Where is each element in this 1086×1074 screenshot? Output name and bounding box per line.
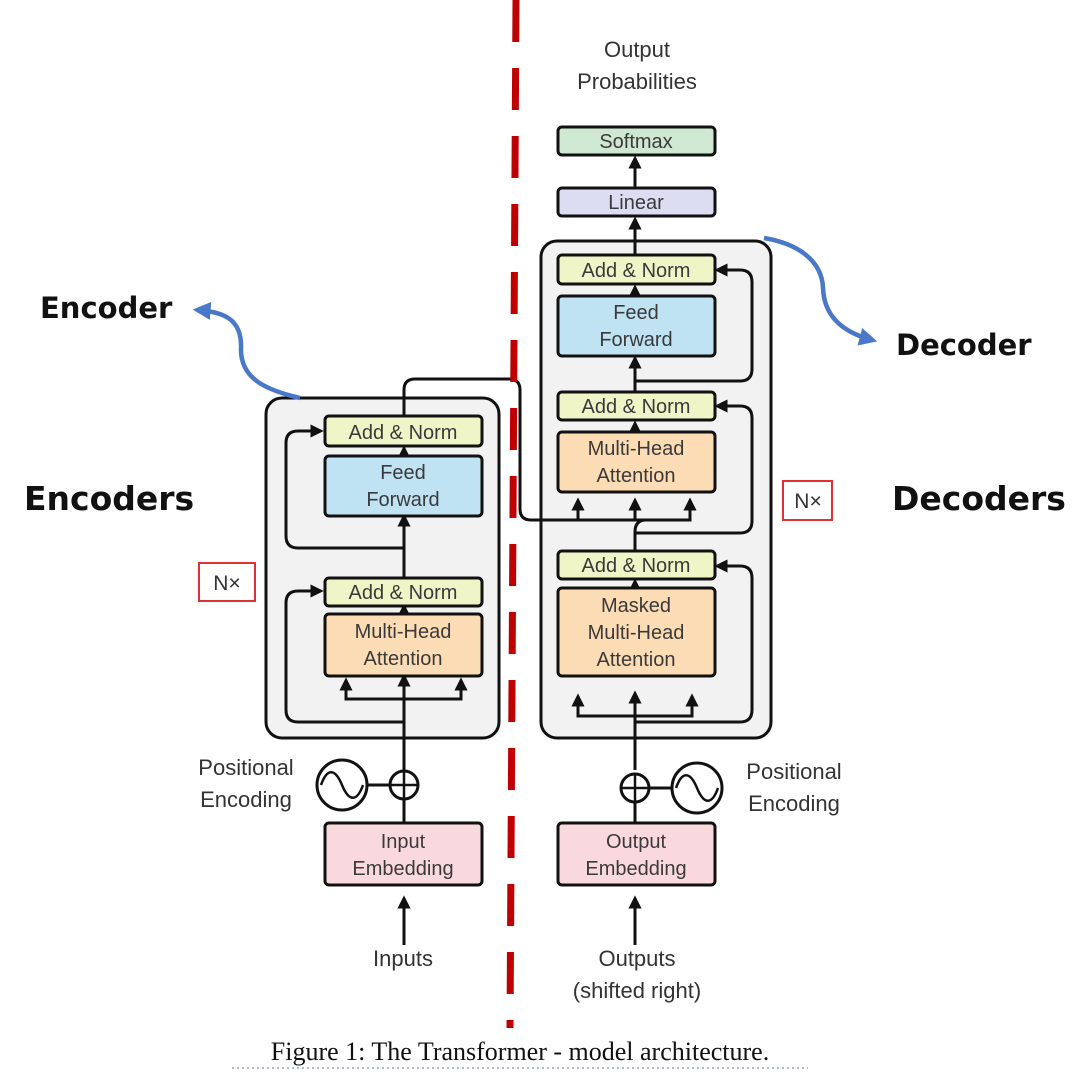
decoder-positional-encoding-sublabel: Encoding	[748, 791, 840, 816]
encoder-add-norm-1: Add & Norm	[323, 576, 484, 608]
encoder-stack-frame	[264, 396, 501, 740]
decoder-masked-attention: Masked Multi-Head Attention	[556, 586, 717, 678]
decoder-softmax: Softmax	[556, 125, 717, 157]
figure-caption: Figure 1: The Transformer - model archit…	[271, 1037, 769, 1066]
encoder-inputs-label: Inputs	[373, 946, 433, 971]
encoder-feed-forward: Feed Forward	[323, 454, 484, 518]
decoder-positional-encoding-label: Positional	[746, 759, 841, 784]
svg-text:Attention: Attention	[364, 648, 443, 670]
encoder-positional-encoding-sublabel: Encoding	[200, 787, 292, 812]
decoder-add-norm-3: Add & Norm	[556, 253, 717, 286]
svg-text:Add & Norm: Add & Norm	[582, 555, 691, 577]
decoder-multi-head-attention: Multi-Head Attention	[556, 430, 717, 494]
svg-text:Add & Norm: Add & Norm	[582, 260, 691, 282]
output-probabilities-label: Output	[604, 37, 670, 62]
svg-text:Linear: Linear	[608, 192, 664, 214]
output-probabilities-sublabel: Probabilities	[577, 69, 697, 94]
encoder-annotation: Encoder	[40, 291, 173, 325]
svg-text:Add & Norm: Add & Norm	[349, 582, 458, 604]
decoder-add-norm-2: Add & Norm	[556, 390, 717, 422]
decoder-outputs-label: Outputs	[598, 946, 675, 971]
encoder-positional-encoding-label: Positional	[198, 755, 293, 780]
decoder-add-norm-1: Add & Norm	[556, 549, 717, 581]
decoders-annotation: Decoders	[892, 479, 1066, 518]
decoder-output-embedding: Output Embedding	[556, 821, 717, 887]
svg-text:Attention: Attention	[597, 465, 676, 487]
svg-text:Input: Input	[381, 831, 426, 853]
svg-text:Multi-Head: Multi-Head	[588, 622, 685, 644]
svg-text:Embedding: Embedding	[352, 858, 453, 880]
encoder-multi-head-attention: Multi-Head Attention	[323, 612, 484, 678]
decoder-outputs-sublabel: (shifted right)	[573, 978, 701, 1003]
decoder-linear: Linear	[556, 186, 717, 218]
decoder-positional-join	[619, 761, 724, 815]
encoders-annotation: Encoders	[24, 479, 194, 518]
svg-text:Add & Norm: Add & Norm	[349, 422, 458, 444]
decoder-callout-arrow	[763, 235, 878, 346]
decoder-repeat-marker: N×	[782, 480, 833, 521]
svg-text:Masked: Masked	[601, 595, 671, 617]
encoder-add-norm-2: Add & Norm	[323, 414, 484, 448]
encoder-repeat-marker: N×	[198, 562, 256, 602]
encoder-positional-join	[315, 758, 420, 812]
svg-text:Add & Norm: Add & Norm	[582, 396, 691, 418]
encoder-decoder-divider	[506, 0, 520, 1029]
decoder-feed-forward: Feed Forward	[556, 294, 717, 358]
svg-text:Feed: Feed	[613, 302, 659, 324]
svg-text:Forward: Forward	[599, 329, 672, 351]
encoder-callout-arrow	[192, 301, 301, 401]
svg-text:Multi-Head: Multi-Head	[588, 438, 685, 460]
svg-text:Attention: Attention	[597, 649, 676, 671]
svg-text:Softmax: Softmax	[599, 131, 672, 153]
connections	[284, 155, 754, 945]
svg-text:Embedding: Embedding	[585, 858, 686, 880]
svg-text:Output: Output	[606, 831, 666, 853]
svg-text:N×: N×	[794, 490, 821, 513]
encoder-input-embedding: Input Embedding	[323, 821, 484, 887]
svg-text:Forward: Forward	[366, 489, 439, 511]
svg-text:N×: N×	[213, 572, 240, 595]
svg-text:Feed: Feed	[380, 462, 426, 484]
decoder-annotation: Decoder	[896, 328, 1032, 362]
svg-text:Multi-Head: Multi-Head	[355, 621, 452, 643]
